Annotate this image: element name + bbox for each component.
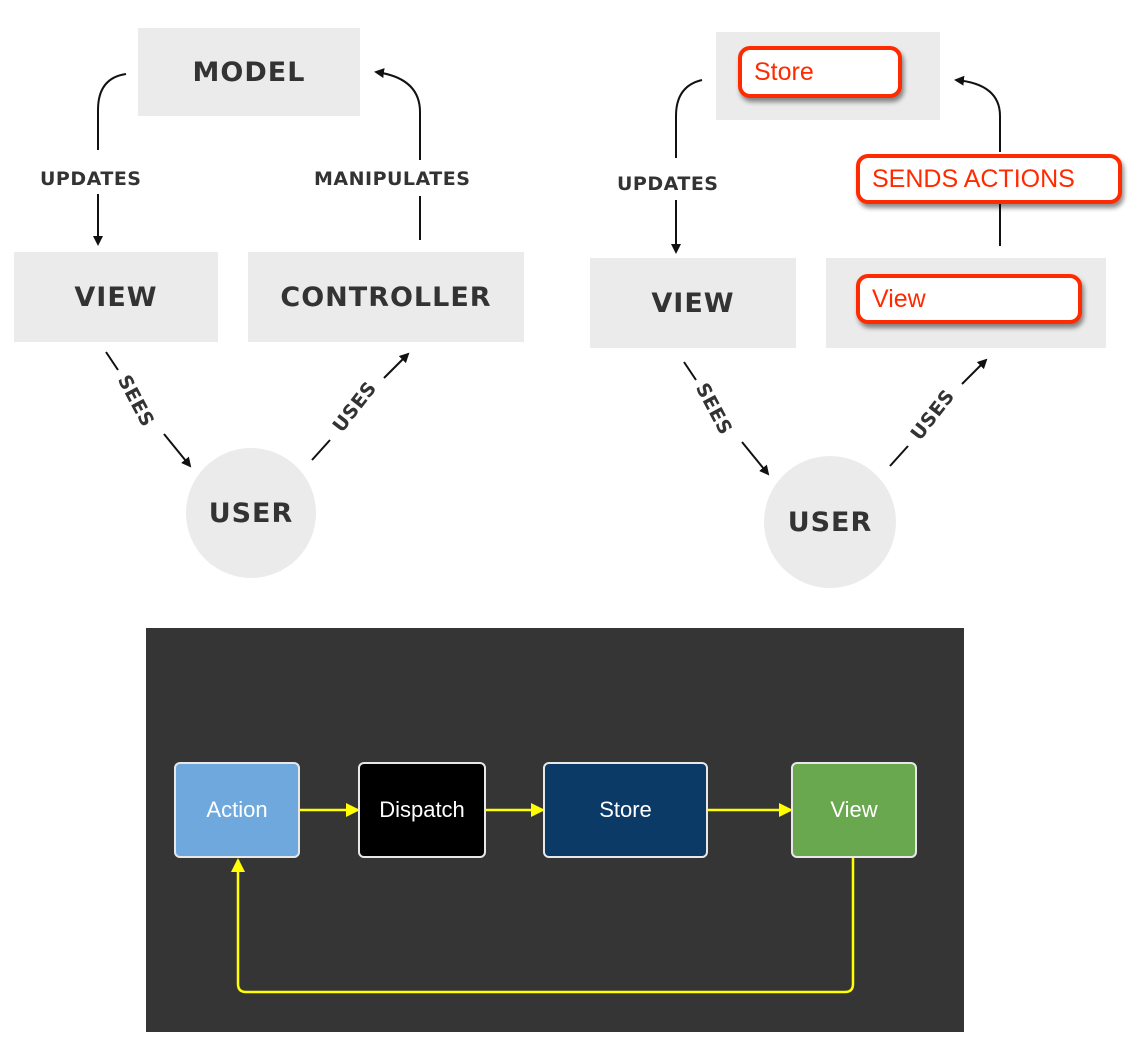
view-highlight-label: View bbox=[872, 284, 926, 313]
view-to-action-feedback-arrow bbox=[231, 858, 855, 994]
uses-arrow-right-bottom bbox=[889, 445, 909, 467]
updates-arrow bbox=[97, 73, 127, 150]
sees-arrow bbox=[163, 433, 192, 468]
flow-node-store: Store bbox=[543, 762, 708, 858]
sends-actions-highlight: SENDS ACTIONS bbox=[856, 154, 1122, 204]
connector-lines bbox=[93, 68, 1001, 476]
uses-arrow bbox=[383, 352, 410, 379]
controller-label: CONTROLLER bbox=[280, 281, 492, 313]
flow-node-dispatch: Dispatch bbox=[358, 762, 486, 858]
model-label: MODEL bbox=[192, 56, 306, 88]
uses-arrow-bottom bbox=[311, 439, 331, 461]
updates-label: UPDATES bbox=[40, 168, 142, 190]
flux-flow-arrows bbox=[231, 803, 855, 994]
flow-store-label: Store bbox=[599, 797, 652, 822]
flow-node-view: View bbox=[791, 762, 917, 858]
flow-view-label: View bbox=[830, 797, 878, 822]
sends-actions-arrow bbox=[954, 75, 1001, 152]
flow-node-action: Action bbox=[174, 762, 300, 858]
view-box-right: VIEW bbox=[590, 258, 796, 348]
view-label-right: VIEW bbox=[651, 287, 735, 319]
view-label: VIEW bbox=[74, 281, 158, 313]
store-label: Store bbox=[754, 57, 814, 86]
manipulates-label: MANIPULATES bbox=[314, 168, 471, 190]
user-label: USER bbox=[208, 497, 294, 529]
sees-arrow-top bbox=[105, 351, 119, 371]
sends-actions-label: SENDS ACTIONS bbox=[872, 164, 1075, 193]
user-label-right: USER bbox=[787, 506, 873, 538]
dispatch-label: Dispatch bbox=[379, 797, 465, 822]
view-highlight: View bbox=[856, 274, 1082, 324]
model-box: MODEL bbox=[138, 28, 360, 116]
store-highlight: Store bbox=[738, 46, 902, 98]
updates-label-right: UPDATES bbox=[617, 173, 719, 195]
manipulates-arrow bbox=[374, 68, 421, 160]
uses-arrow-right bbox=[961, 358, 988, 385]
user-circle-right: USER bbox=[764, 456, 896, 588]
flux-flow-panel: Action Dispatch Store View bbox=[146, 628, 964, 1032]
controller-box: CONTROLLER bbox=[248, 252, 524, 342]
view-box: VIEW bbox=[14, 252, 218, 342]
user-circle: USER bbox=[186, 448, 316, 578]
updates-arrow-right bbox=[675, 79, 703, 158]
sees-arrow-right bbox=[741, 441, 770, 476]
sees-arrow-right-top bbox=[683, 361, 697, 381]
action-label: Action bbox=[206, 797, 268, 822]
